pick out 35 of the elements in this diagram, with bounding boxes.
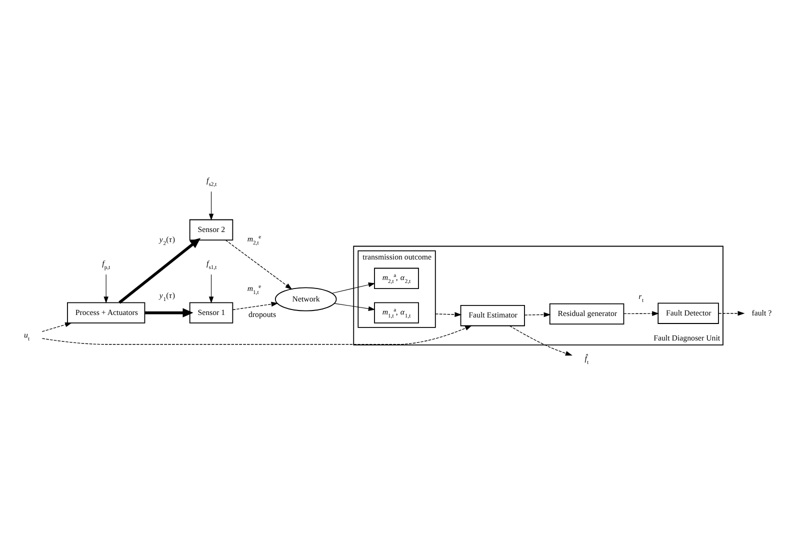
node-box: Residual generator [549, 302, 624, 324]
arrow [42, 322, 72, 332]
node-text: f̂$_{t}$ [584, 354, 589, 366]
arrow [524, 312, 551, 317]
edge-label: y$_{1}$(τ) [159, 290, 175, 302]
node-box: Process + Actuators [67, 302, 146, 323]
arrow [144, 308, 194, 317]
node-text: f$_{p,t}$ [102, 258, 110, 270]
arrow [42, 324, 472, 344]
arrow [118, 237, 201, 304]
arrow [208, 274, 214, 303]
node-box: Fault Estimator [460, 304, 525, 326]
node-box: Sensor 2 [189, 218, 234, 240]
arrow [332, 282, 376, 294]
node-text: fault ? [752, 308, 772, 317]
edge-label: y$_{2}$(τ) [159, 234, 175, 247]
arrow [334, 302, 376, 310]
node-box: m$_{1,t}$$^{a}$, α$_{1,t}$ [374, 302, 419, 323]
node-text: f$_{s1,t}$ [206, 258, 217, 270]
node-text: f$_{s2,t}$ [206, 175, 217, 188]
arrow [435, 312, 462, 316]
arrow [208, 190, 214, 220]
node-text: u$_{t}$ [24, 330, 30, 342]
arrow [232, 301, 278, 310]
arrow [623, 310, 660, 316]
node-box: m$_{2,t}$$^{a}$, α$_{2,t}$ [374, 267, 419, 288]
arrow [509, 324, 572, 356]
arrow [104, 274, 108, 303]
node-box: Sensor 1 [189, 302, 234, 323]
node-ellipse: Network [274, 286, 337, 311]
arrow [225, 239, 292, 290]
edge-label: r$_{t}$ [638, 292, 644, 304]
node-label: dropouts [248, 310, 276, 319]
node-box: Fault Detector [658, 302, 719, 324]
arrow [718, 310, 745, 316]
